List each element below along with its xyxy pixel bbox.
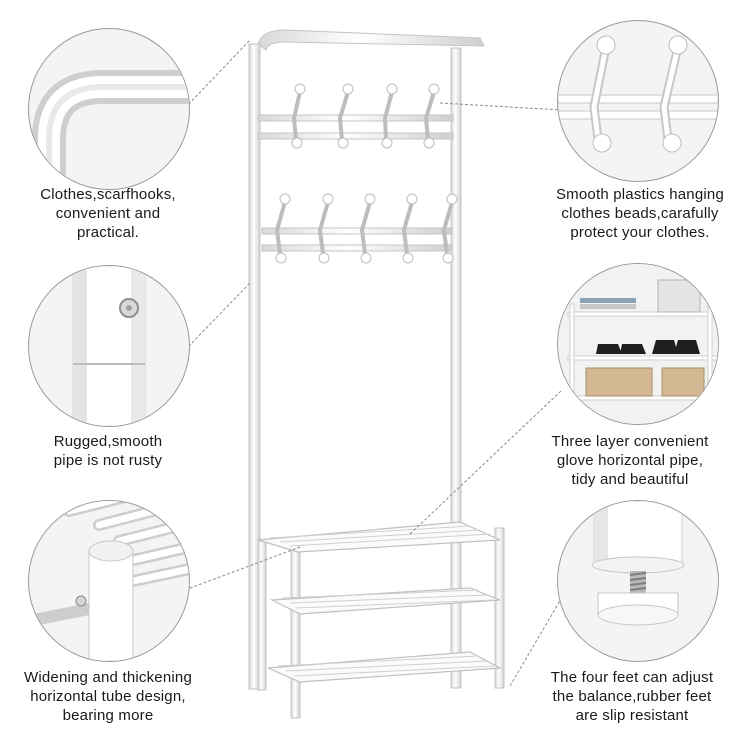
tube-detail-circle bbox=[28, 500, 190, 662]
beads-detail-circle bbox=[557, 20, 719, 182]
upper-hook-beads bbox=[291, 83, 440, 149]
pipe-screw-icon bbox=[72, 266, 146, 426]
hooks-detail-circle bbox=[28, 28, 190, 190]
rack-frame bbox=[248, 29, 505, 719]
hook-beads-icon bbox=[558, 35, 718, 153]
lower-hook-beads bbox=[275, 193, 458, 264]
shoe-shelf-scene-icon bbox=[558, 264, 718, 424]
adjustable-foot-icon bbox=[591, 501, 685, 626]
lower-hooks bbox=[274, 200, 454, 256]
pipe-detail-circle bbox=[28, 265, 190, 427]
feet-detail-circle bbox=[557, 500, 719, 662]
bent-tube-icon bbox=[32, 70, 189, 189]
tube-joint-icon bbox=[29, 501, 189, 661]
shelves-detail-circle bbox=[557, 263, 719, 425]
upper-hooks bbox=[291, 90, 436, 142]
